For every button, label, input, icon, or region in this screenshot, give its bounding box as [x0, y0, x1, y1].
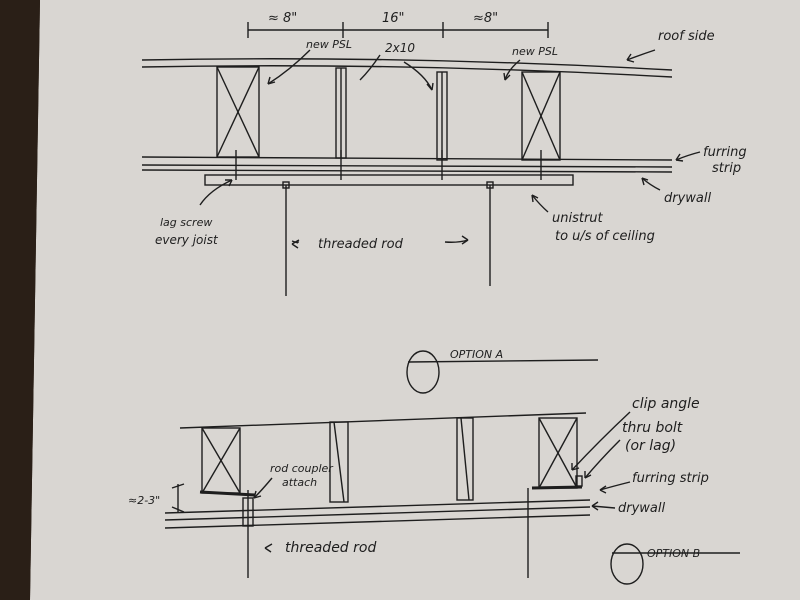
option-b-diagram	[164, 411, 740, 585]
furring-label: furring	[703, 145, 747, 160]
new-psl-left-label: new PSL	[306, 38, 352, 51]
option-b-circle	[610, 543, 644, 585]
joist-label: 2x10	[385, 41, 415, 55]
strip-label: strip	[712, 161, 741, 176]
threaded-rod-label-b: threaded rod	[285, 540, 376, 556]
joist-right-b	[456, 417, 474, 501]
roof-deck-line-2	[141, 65, 673, 78]
lag-screw-label: lag screw	[160, 216, 212, 229]
dim-right-label: ≈8"	[473, 11, 498, 26]
furring-strip-label-b: furring strip	[632, 471, 709, 486]
drywall-line-2	[141, 169, 673, 173]
option-a-diagram	[141, 22, 701, 394]
dim-left-label: ≈ 8"	[268, 11, 297, 26]
gap-label: ≈2-3"	[128, 494, 160, 507]
drywall-line-b1	[164, 506, 591, 521]
drywall-line-b2	[164, 514, 591, 529]
threaded-rod-label: threaded rod	[318, 237, 404, 252]
drywall-label-b: drywall	[618, 501, 666, 516]
deck-line-b	[179, 412, 587, 429]
clip-angle-label: clip angle	[632, 396, 700, 412]
unistrut-label: unistrut	[552, 211, 604, 226]
option-b-labels: ≈2-3" rod coupler attach clip angle thru…	[128, 396, 709, 560]
option-b-title: OPTION B	[647, 547, 700, 560]
option-a-labels: ≈ 8" 16" ≈8" new PSL 2x10 new PSL roof s…	[155, 11, 747, 361]
dim-mid-label: 16"	[382, 11, 405, 26]
paper-sheet	[30, 0, 800, 600]
joist-left-b	[329, 421, 349, 503]
roof-deck-line	[141, 58, 673, 71]
drywall-line-1	[141, 164, 673, 168]
unistrut	[204, 174, 574, 186]
option-a-title: OPTION A	[450, 348, 503, 361]
attach-label: attach	[282, 476, 317, 489]
furring-line	[141, 156, 673, 161]
drywall-label: drywall	[664, 191, 712, 206]
option-a-circle	[406, 350, 440, 394]
rod-coupler-label: rod coupler	[270, 462, 334, 475]
roof-side-label: roof side	[658, 29, 715, 44]
new-psl-right-label: new PSL	[512, 45, 558, 58]
or-lag-label: (or lag)	[625, 438, 676, 454]
furring-line-b	[164, 499, 591, 514]
unistrut-ceiling-label: to u/s of ceiling	[555, 229, 655, 244]
every-joist-label: every joist	[155, 233, 219, 247]
thru-bolt-label: thru bolt	[622, 420, 683, 436]
paper-shadow	[0, 0, 40, 600]
